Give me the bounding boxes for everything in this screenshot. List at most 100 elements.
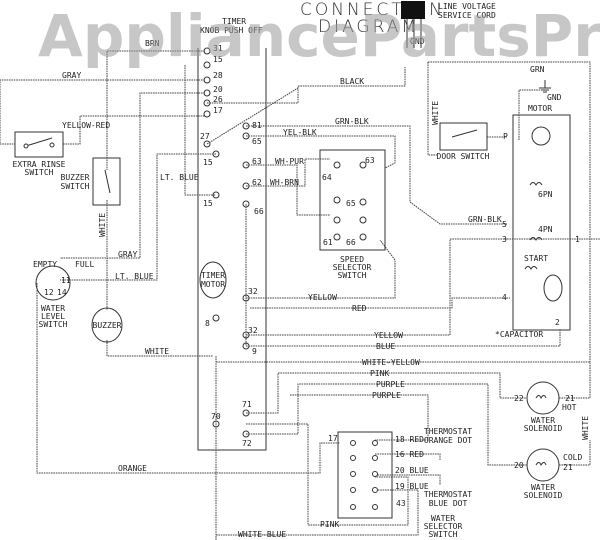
timer-terminal: 65 bbox=[252, 137, 262, 146]
wire-label-grn-blk-2: GRN-BLK bbox=[468, 215, 502, 224]
switch-contact bbox=[451, 129, 478, 138]
timer-terminal: 26 bbox=[213, 95, 223, 104]
wire-label-lt-blue-2: LT. BLUE bbox=[115, 272, 154, 281]
motor-term-4: 4 bbox=[502, 293, 507, 302]
hot-solenoid-term-21: 21 bbox=[565, 394, 575, 403]
timer-motor bbox=[199, 261, 227, 299]
wire-label-wh-brn: WH-BRN bbox=[270, 178, 299, 187]
wire-label-yel-blk: YEL-BLK bbox=[283, 128, 317, 137]
wire-label-purple-2: PURPLE bbox=[372, 391, 401, 400]
timer-terminal: 63 bbox=[252, 157, 262, 166]
hot-solenoid-term-22: 22 bbox=[514, 394, 524, 403]
cold-solenoid-label: COLD bbox=[563, 453, 582, 462]
wire-label-grn-blk: GRN-BLK bbox=[335, 117, 369, 126]
service-cord-plug bbox=[401, 1, 425, 19]
water-selector-label-3: SWITCH bbox=[429, 530, 458, 539]
timer-terminal: 15 bbox=[213, 55, 223, 64]
ground-label: GND bbox=[547, 93, 562, 102]
water-level-label-1: WATER bbox=[41, 304, 65, 313]
water-level-term-11: 11 bbox=[61, 276, 71, 285]
speed-term-63: 63 bbox=[365, 156, 375, 165]
speed-selector-switch bbox=[319, 149, 386, 251]
wire-label-yellow-2: YELLOW bbox=[374, 331, 403, 340]
solenoid-coil-icon bbox=[535, 462, 547, 467]
diagram-title-line2: DIAGRAM bbox=[318, 17, 419, 37]
wire-label-white-vertical: WHITE bbox=[98, 213, 107, 237]
buzzer-switch-label-2: SWITCH bbox=[61, 182, 90, 191]
wires bbox=[0, 50, 600, 540]
motor-six-pole: 6PN bbox=[538, 190, 553, 199]
buzzer-label: BUZZER bbox=[93, 321, 122, 330]
timer-block bbox=[197, 48, 267, 451]
water-level-label-2: LEVEL bbox=[41, 312, 65, 321]
cold-solenoid-term-21: 21 bbox=[563, 463, 573, 472]
timer-label-1: TIMER bbox=[222, 17, 246, 26]
timer-terminal: 31 bbox=[213, 44, 223, 53]
timer-terminal: 20 bbox=[213, 85, 223, 94]
solenoid-coil-icon bbox=[535, 395, 547, 400]
speed-term-66: 66 bbox=[346, 238, 356, 247]
speed-term-65: 65 bbox=[346, 199, 356, 208]
extra-rinse-switch bbox=[14, 131, 64, 158]
extra-rinse-label-2: SWITCH bbox=[25, 168, 54, 177]
switch-contact bbox=[104, 169, 111, 194]
timer-terminal: 27 bbox=[200, 132, 210, 141]
water-level-label-3: SWITCH bbox=[39, 320, 68, 329]
timer-terminal: 28 bbox=[213, 71, 223, 80]
timer-terminal: 17 bbox=[213, 106, 223, 115]
centrifugal-switch bbox=[543, 274, 563, 302]
wire-label-lt-blue: LT. BLUE bbox=[160, 173, 199, 182]
speed-selector-label-3: SWITCH bbox=[338, 271, 367, 280]
water-level-empty: EMPTY bbox=[33, 260, 57, 269]
motor-term-1: 1 bbox=[575, 235, 580, 244]
water-level-term-14: 14 bbox=[57, 288, 67, 297]
cold-solenoid-term-20: 20 bbox=[514, 461, 524, 470]
timer-terminal: 15 bbox=[203, 199, 213, 208]
timer-terminal: 62 bbox=[252, 178, 262, 187]
wire-label-pink: PINK bbox=[370, 369, 389, 378]
wire-label-pink-2: PINK bbox=[320, 520, 339, 529]
wire-label-white: WHITE bbox=[145, 347, 169, 356]
hot-solenoid-name-2: SOLENOID bbox=[524, 424, 563, 433]
water-selector-term-19: 19 BLUE bbox=[395, 482, 429, 491]
water-selector-label-1: WATER bbox=[431, 514, 455, 523]
motor-term-p: P bbox=[503, 132, 508, 141]
timer-motor-label-1: TIMER bbox=[201, 271, 225, 280]
speed-term-61: 61 bbox=[323, 238, 333, 247]
capacitor-label: *CAPACITOR bbox=[495, 330, 543, 339]
wire-label-purple: PURPLE bbox=[376, 380, 405, 389]
motor-term-3: 3 bbox=[502, 235, 507, 244]
water-selector-term-43: 43 bbox=[396, 499, 406, 508]
cold-water-solenoid bbox=[526, 448, 560, 482]
motor-winding-icon bbox=[524, 182, 543, 270]
thermostat-blue-label-2: BLUE DOT bbox=[429, 499, 468, 508]
timer-terminal: 66 bbox=[254, 207, 264, 216]
cold-solenoid-name-2: SOLENOID bbox=[524, 491, 563, 500]
timer-terminal: 15 bbox=[203, 158, 213, 167]
wire-label-orange: ORANGE bbox=[118, 464, 147, 473]
timer-terminal: 72 bbox=[242, 439, 252, 448]
wire-label-blue: BLUE bbox=[376, 342, 395, 351]
wire-label-brown: BRN bbox=[145, 39, 160, 48]
cold-solenoid-name-1: WATER bbox=[531, 483, 555, 492]
service-cord-label-2: SERVICE CORD bbox=[438, 11, 496, 20]
water-selector-label-2: SELECTOR bbox=[424, 522, 463, 531]
wire-label-gray-2: GRAY bbox=[118, 250, 137, 259]
timer-terminal: 32 bbox=[248, 326, 258, 335]
wire-label-white-yellow: WHITE-YELLOW bbox=[362, 358, 420, 367]
water-selector-term-17: 17 bbox=[328, 434, 338, 443]
wire-label-gray: GRAY bbox=[62, 71, 81, 80]
speed-selector-label-2: SELECTOR bbox=[333, 263, 372, 272]
motor bbox=[512, 114, 571, 331]
cord-leads bbox=[406, 19, 422, 48]
door-switch-label: DOOR SWITCH bbox=[437, 152, 490, 161]
water-selector-term-16: 16 RED bbox=[395, 450, 424, 459]
wire-label-white-top: WHITE bbox=[431, 101, 440, 125]
speed-selector-label-1: SPEED bbox=[340, 255, 364, 264]
extra-rinse-label-1: EXTRA RINSE bbox=[13, 160, 66, 169]
thermostat-blue-label-1: THERMOSTAT bbox=[424, 490, 472, 499]
thermostat-orange-label-1: THERMOSTAT bbox=[424, 427, 472, 436]
wire-label-wh-pur: WH-PUR bbox=[275, 157, 304, 166]
watermark-logo: AppliancePartsPros.com bbox=[38, 2, 600, 70]
